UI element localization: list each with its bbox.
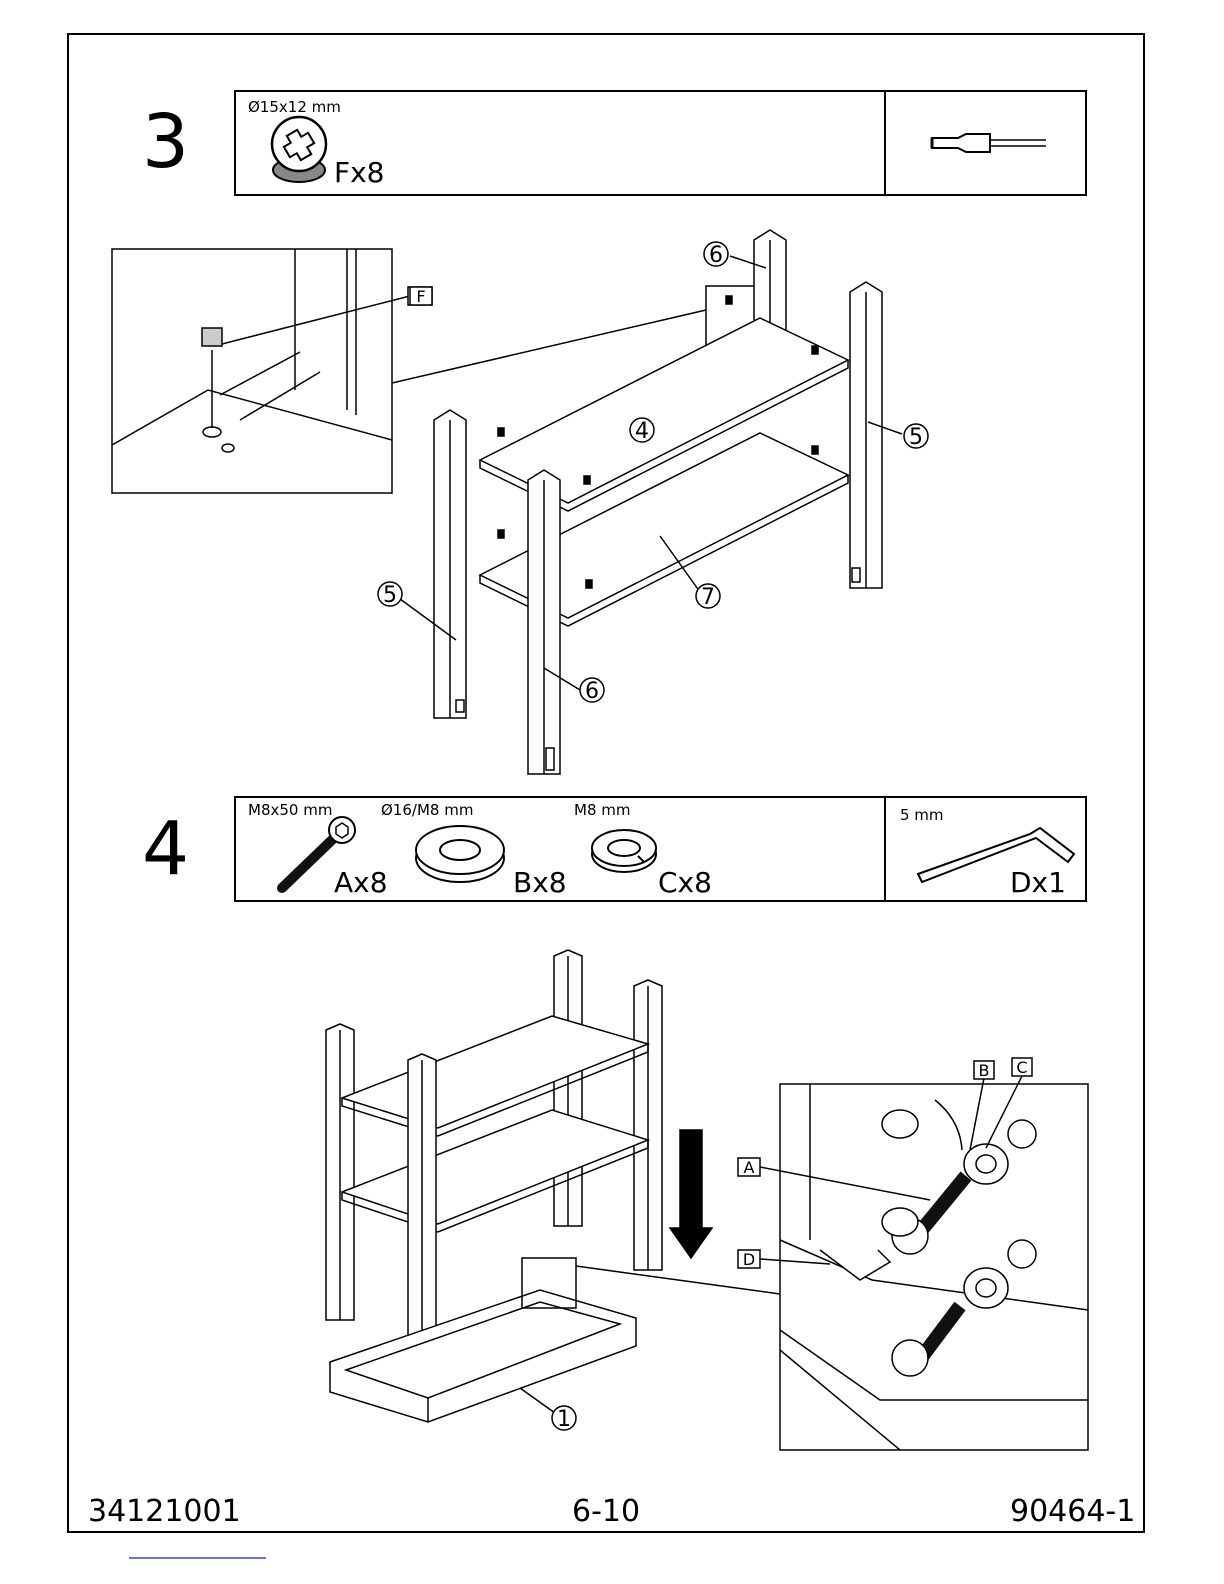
callout-5-right: 5	[909, 425, 923, 450]
callout-4: 4	[635, 419, 649, 444]
detail-label-c: C	[1016, 1058, 1027, 1077]
step-3-detail-view	[112, 249, 392, 493]
callout-1: 1	[557, 1407, 571, 1432]
link-underline-mark	[129, 1557, 266, 1559]
detail-label-d: D	[743, 1250, 755, 1269]
callout-7: 7	[701, 585, 715, 610]
detail-label-f: F	[416, 287, 425, 306]
detail-label-a: A	[744, 1158, 755, 1177]
footer-left-code: 34121001	[88, 1494, 241, 1529]
footer-page-range: 6-10	[572, 1494, 640, 1529]
footer-right-code: 90464-1	[1010, 1494, 1135, 1529]
callout-6-top: 6	[709, 243, 723, 268]
step-4-detail-view	[780, 1084, 1088, 1450]
callout-6-bottom: 6	[585, 679, 599, 704]
detail-label-b: B	[979, 1061, 990, 1080]
callout-5-left: 5	[383, 583, 397, 608]
